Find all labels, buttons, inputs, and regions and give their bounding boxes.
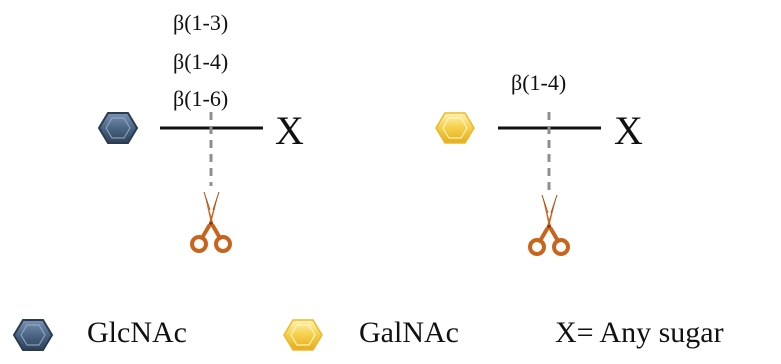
- aglycone-x-label: X: [614, 108, 643, 153]
- legend-x-definition: X= Any sugar: [555, 316, 724, 349]
- linkage-label: β(1-6): [173, 86, 229, 111]
- linkage-label: β(1-4): [511, 70, 567, 95]
- legend-glcnac-icon: [12, 319, 54, 351]
- linkage-label: β(1-3): [173, 10, 229, 35]
- legend-glcnac-label: GlcNAc: [87, 316, 187, 349]
- scissors-icon: [190, 190, 232, 253]
- legend-galnac-icon: [283, 319, 323, 351]
- legend-galnac-label: GalNAc: [359, 316, 459, 349]
- aglycone-x-label: X: [275, 108, 304, 153]
- galnac-icon: [435, 112, 475, 144]
- linkage-label: β(1-4): [173, 49, 229, 74]
- glcnac-icon: [97, 112, 139, 144]
- scissors-icon: [528, 193, 570, 256]
